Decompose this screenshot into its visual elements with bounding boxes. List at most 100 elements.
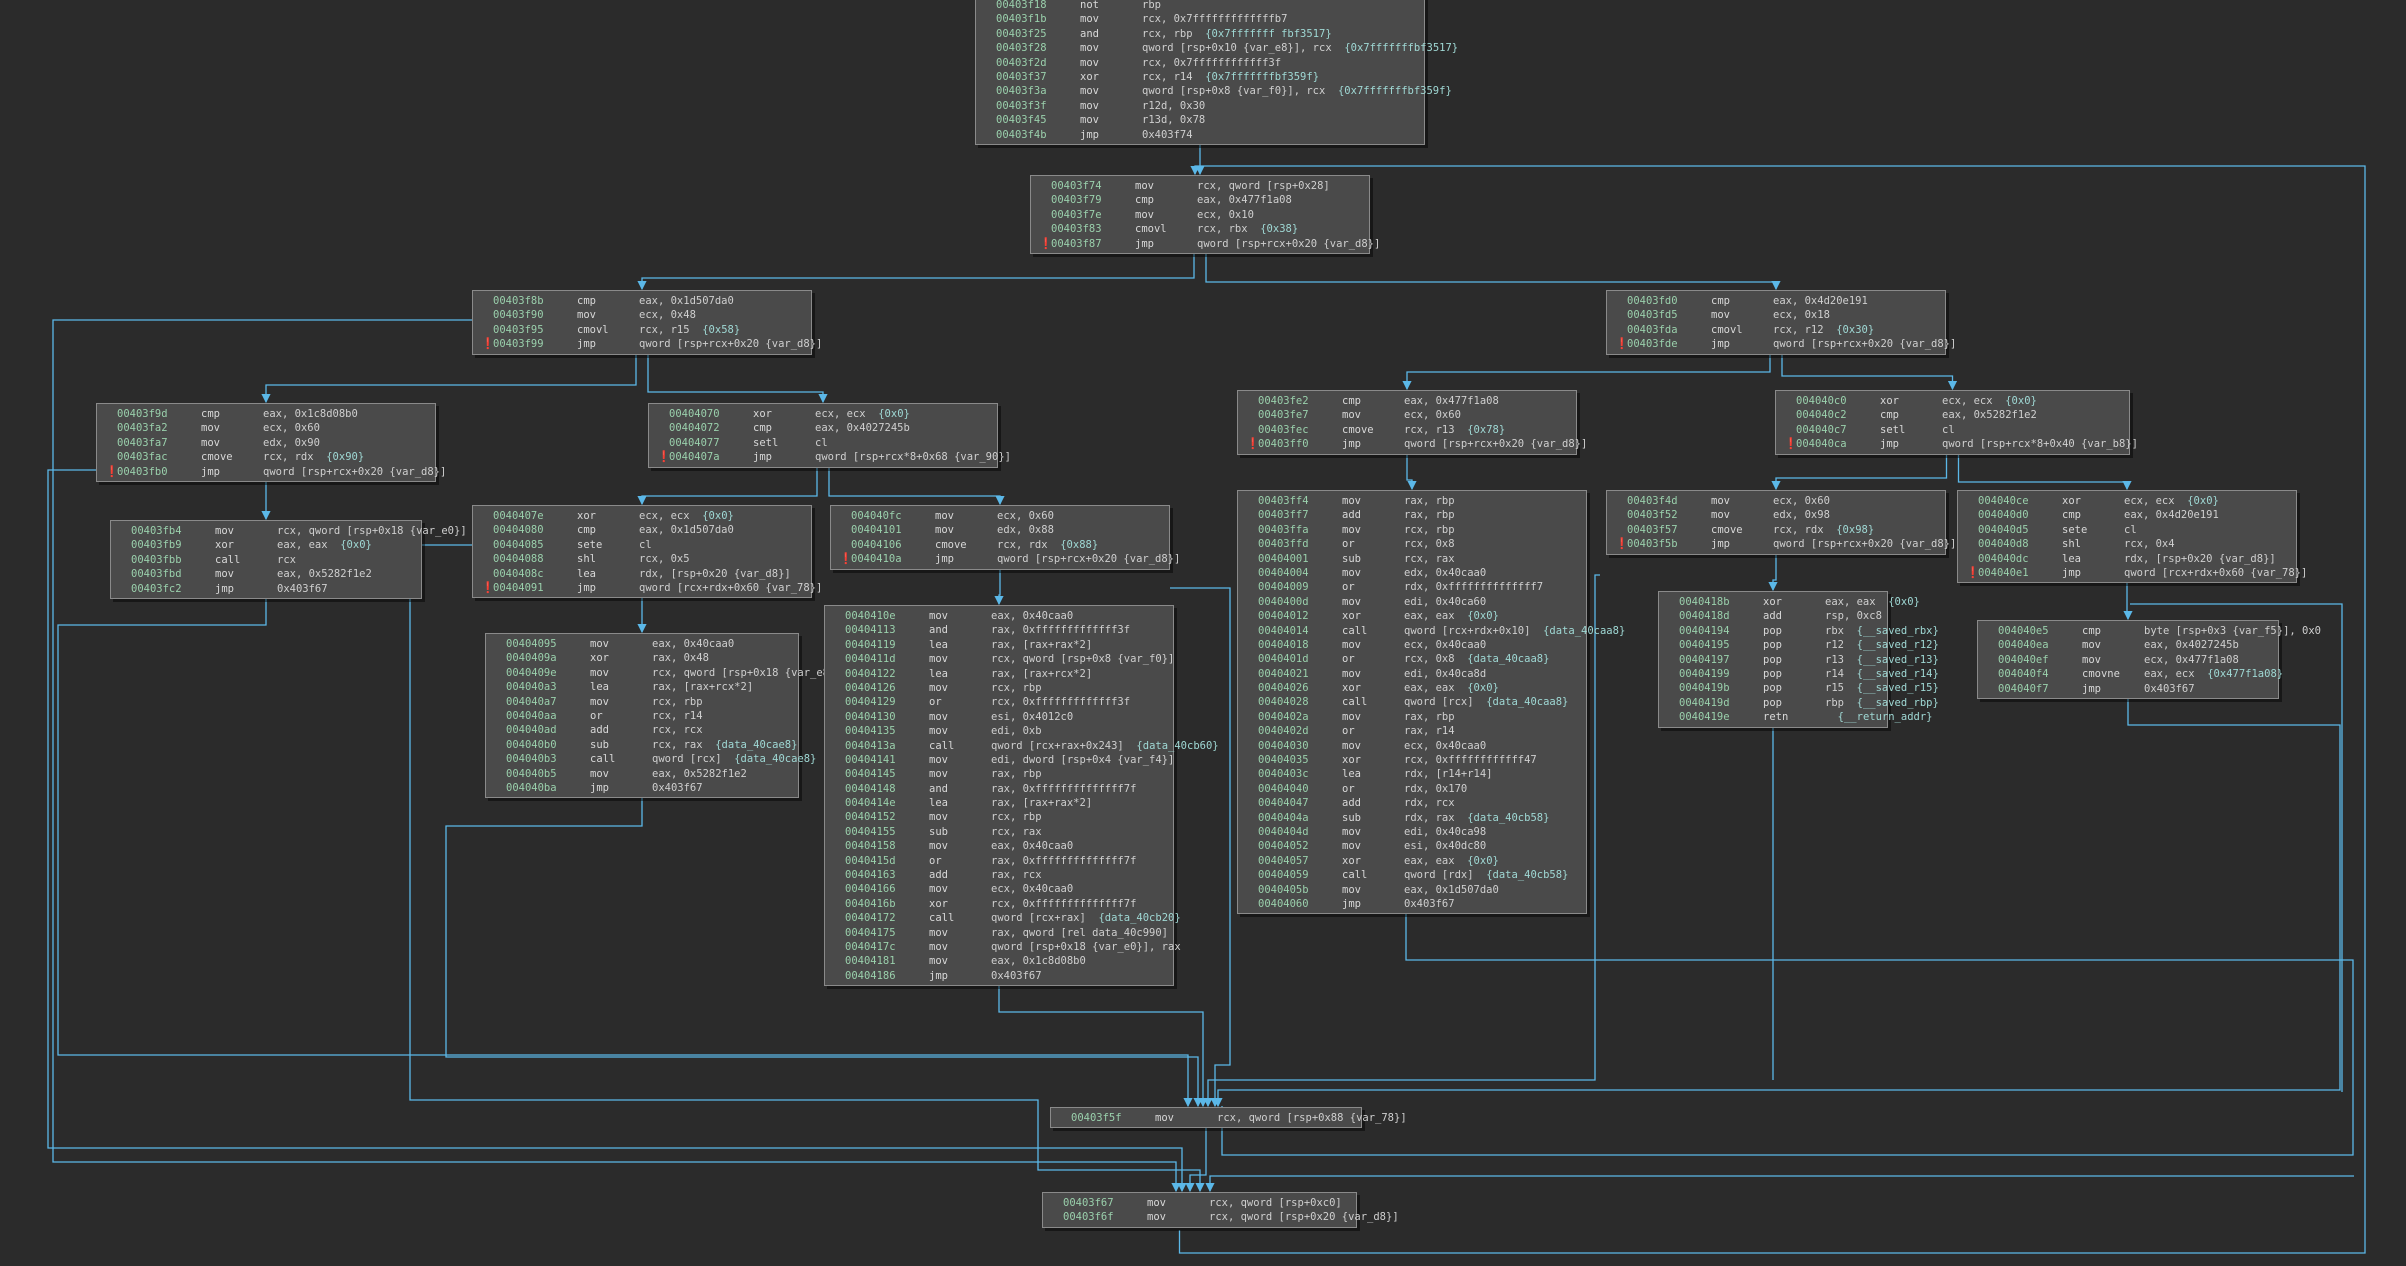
instruction-address[interactable]: 004040d8 [1978,538,2029,551]
instruction-address[interactable]: 0040410e [845,610,896,622]
instruction-operands[interactable]: qword [rcx] {data_40cae8} [652,752,816,766]
instruction-address[interactable]: 004040fc [851,510,902,522]
instruction-address[interactable]: 00404070 [669,408,720,420]
instruction-address[interactable]: 00404047 [1258,797,1309,810]
instruction-operands[interactable]: rdx, rcx [1404,796,1455,810]
instruction-address[interactable]: 0040411d [845,653,896,666]
instruction-address[interactable]: 00403fc2 [131,582,182,595]
instruction-address[interactable]: 00404001 [1258,552,1309,565]
instruction-address[interactable]: 00403fbb [131,553,182,566]
instruction-address[interactable]: 004040c0 [1796,395,1847,407]
instruction-operands[interactable]: rax, 0xfffffffffffff3f [991,623,1130,637]
instruction-address[interactable]: 00404026 [1258,682,1309,695]
instruction-address[interactable]: 00403fe7 [1258,409,1309,422]
instruction-address[interactable]: 004040b0 [506,738,557,751]
instruction-operands[interactable]: rax, [rax+rax*2] [991,796,1092,810]
instruction-operands[interactable]: qword [rsp+0x10 {var_e8}], rcx {0x7fffff… [1142,41,1458,55]
instruction-address[interactable]: 004040dc [1978,552,2029,565]
instruction-operands[interactable]: qword [rsp+0x18 {var_e0}], rax [991,940,1181,954]
instruction-operands[interactable]: 0x403f67 [991,969,1042,983]
instruction-address[interactable]: 004040d0 [1978,509,2029,522]
instruction-address[interactable]: 00404186 [845,969,896,982]
instruction-operands[interactable]: eax, 0x40caa0 [991,609,1073,623]
instruction-operands[interactable]: rdx, 0x170 [1404,782,1467,796]
instruction-operands[interactable]: rax, 0xffffffffffffff7f [991,854,1136,868]
instruction-address[interactable]: 004040ad [506,724,557,737]
instruction-operands[interactable]: eax, eax {0x0} [1404,609,1499,623]
instruction-address[interactable]: 00403fb0 [117,465,168,478]
instruction-operands[interactable]: rcx, rdx {0x88} [997,538,1098,552]
instruction-address[interactable]: 00404122 [845,667,896,680]
instruction-operands[interactable]: r15 {__saved_r15} [1825,681,1939,695]
instruction-operands[interactable]: cl [815,436,828,450]
instruction-operands[interactable]: qword [rcx+rdx+0x60 {var_78}] [2124,566,2307,580]
instruction-address[interactable]: 00404194 [1679,624,1730,637]
instruction-address[interactable]: 00404175 [845,926,896,939]
instruction-operands[interactable]: rcx, qword [rsp+0xc0] [1209,1196,1342,1210]
instruction-address[interactable]: 004040aa [506,709,557,722]
instruction-operands[interactable]: cl [1942,423,1955,437]
instruction-operands[interactable]: ecx, ecx {0x0} [639,509,734,523]
instruction-operands[interactable]: rcx, qword [rsp+0x8 {var_f0}] [991,652,1174,666]
instruction-address[interactable]: 00404080 [493,524,544,537]
instruction-operands[interactable]: r12d, 0x30 [1142,99,1205,113]
instruction-operands[interactable]: eax, 0x1d507da0 [639,523,734,537]
instruction-operands[interactable]: eax, 0x4027245b [815,421,910,435]
instruction-address[interactable]: 004040f4 [1998,668,2049,681]
instruction-address[interactable]: 00403f8b [493,295,544,307]
instruction-operands[interactable]: ecx, 0x48 [639,308,696,322]
instruction-operands[interactable]: {__return_addr} [1825,710,1933,724]
instruction-address[interactable]: 00403fb9 [131,539,182,552]
instruction-operands[interactable]: r12 {__saved_r12} [1825,638,1939,652]
instruction-operands[interactable]: qword [rcx+rdx+0x10] {data_40caa8} [1404,624,1625,638]
instruction-address[interactable]: 00404181 [845,955,896,968]
instruction-operands[interactable]: rax, [rax+rax*2] [991,638,1092,652]
instruction-operands[interactable]: rax, rcx [991,868,1042,882]
instruction-operands[interactable]: rcx, rdx {0x98} [1773,523,1874,537]
instruction-operands[interactable]: eax, 0x4027245b [2144,638,2239,652]
instruction-operands[interactable]: rcx, 0x8 [1404,537,1455,551]
instruction-operands[interactable]: edi, 0xb [991,724,1042,738]
instruction-address[interactable]: 004040e5 [1998,625,2049,637]
instruction-address[interactable]: 00404113 [845,624,896,637]
instruction-address[interactable]: 00403f2d [996,56,1047,69]
instruction-operands[interactable]: rdx, rax {data_40cb58} [1404,811,1549,825]
instruction-address[interactable]: 0040407a [669,451,720,464]
instruction-address[interactable]: 00403fde [1627,338,1678,351]
instruction-operands[interactable]: eax, 0x5282f1e2 [1942,408,2037,422]
instruction-operands[interactable]: rcx, rcx [652,723,703,737]
instruction-address[interactable]: 004040c7 [1796,423,1847,436]
